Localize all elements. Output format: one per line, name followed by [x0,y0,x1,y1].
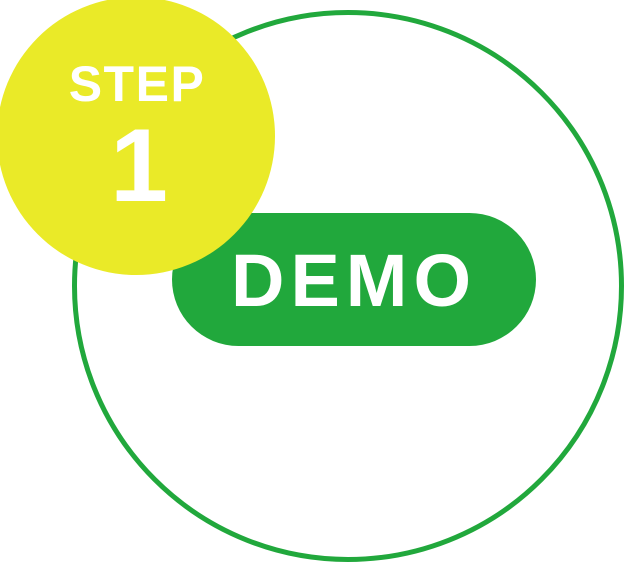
step-badge-group[interactable]: STEP 1 [0,0,275,275]
demo-pill-group[interactable]: DEMO [172,213,536,346]
step-badge-circle[interactable] [0,0,275,275]
demo-pill-label: DEMO [231,239,477,322]
step-badge-number: 1 [110,108,168,224]
demo-pill-shape[interactable] [172,213,536,346]
step-badge-label: STEP [69,56,206,112]
